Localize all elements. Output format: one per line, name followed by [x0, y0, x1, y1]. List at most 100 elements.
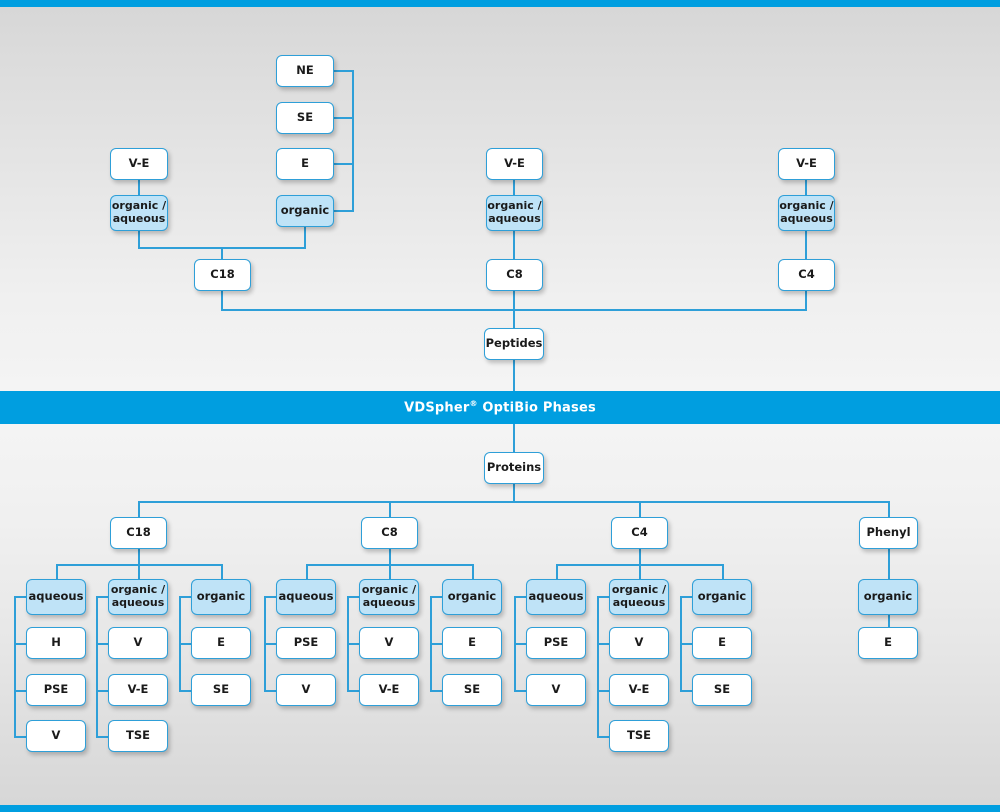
node-peptides-c8-ve[interactable]: V-E: [486, 148, 543, 180]
connector-c8-aqueous-stub-1: [264, 643, 278, 645]
node-c18-aqueous-child-h[interactable]: H: [26, 627, 86, 659]
banner-suffix: OptiBio Phases: [477, 400, 596, 416]
bottom-accent-strip: [0, 805, 1000, 812]
connector-c18-down: [138, 549, 140, 565]
connector-c18-to-aqueous: [56, 564, 58, 580]
node-peptides-c18-ve[interactable]: V-E: [110, 148, 168, 180]
connector-c4-down: [639, 549, 641, 565]
node-c8-aqueous-child-v[interactable]: V: [276, 674, 336, 706]
node-c8-organic-aqueous[interactable]: organic / aqueous: [359, 579, 419, 615]
connector-peptides-ne-stub: [334, 70, 354, 72]
node-c8-organic-child-se[interactable]: SE: [442, 674, 502, 706]
connector-proteins-to-c8: [389, 501, 391, 518]
node-proteins-root[interactable]: Proteins: [484, 452, 544, 484]
node-phenyl-organic-child-e[interactable]: E: [858, 627, 918, 659]
node-c4-orgaq-child-tse[interactable]: TSE: [609, 720, 669, 752]
node-proteins-c4[interactable]: C4: [611, 517, 668, 549]
node-c8-aqueous[interactable]: aqueous: [276, 579, 336, 615]
node-c18-organic-child-e[interactable]: E: [191, 627, 251, 659]
node-c18-aqueous-child-v[interactable]: V: [26, 720, 86, 752]
node-c4-aqueous-child-pse[interactable]: PSE: [526, 627, 586, 659]
connector-c4-aqueous-stub-2: [514, 690, 528, 692]
connector-proteins-to-c18: [138, 501, 140, 518]
connector-c8-to-aqueous: [306, 564, 308, 580]
connector-c18-orgaq-stub-2: [96, 690, 110, 692]
node-c4-organic-aqueous[interactable]: organic / aqueous: [609, 579, 669, 615]
connector-peptides-c4-orgaq-to-c4: [805, 231, 807, 259]
connector-proteins-bus: [138, 501, 888, 503]
connector-peptides-c18-ve-to-orgaq: [138, 180, 140, 195]
connector-c8-organic-stub-1: [430, 643, 444, 645]
connector-c4-to-orgaq: [639, 564, 641, 580]
banner-vdspher-optibio-phases: VDSpher® OptiBio Phases: [0, 391, 1000, 424]
connector-c8-organic-head: [430, 596, 444, 598]
connector-phenyl-organic-to-e: [888, 615, 890, 627]
connector-c8-orgaq-stub-2: [347, 690, 361, 692]
registered-mark-icon: ®: [469, 399, 478, 409]
connector-phenyl-to-organic: [888, 549, 890, 579]
node-c4-orgaq-child-v[interactable]: V: [609, 627, 669, 659]
connector-c18-to-orgaq: [138, 564, 140, 580]
node-c8-orgaq-child-ve[interactable]: V-E: [359, 674, 419, 706]
connector-proteins-to-phenyl: [888, 501, 890, 518]
connector-c4-organic-stub-2: [680, 690, 694, 692]
node-peptides-c18-organic-ne[interactable]: NE: [276, 55, 334, 87]
connector-c4-organic-stub-1: [680, 643, 694, 645]
node-proteins-c8[interactable]: C8: [361, 517, 418, 549]
connector-banner-to-proteins: [513, 424, 515, 452]
connector-c8-organic-stub-2: [430, 690, 444, 692]
connector-c18-aqueous-stub-2: [14, 690, 28, 692]
node-peptides-c8-organic-aqueous[interactable]: organic / aqueous: [486, 195, 543, 231]
node-peptides-c4-ve[interactable]: V-E: [778, 148, 835, 180]
connector-proteins-root-down: [513, 484, 515, 502]
node-c8-organic-child-e[interactable]: E: [442, 627, 502, 659]
node-c18-orgaq-child-tse[interactable]: TSE: [108, 720, 168, 752]
node-c18-aqueous[interactable]: aqueous: [26, 579, 86, 615]
connector-c4-organic-head: [680, 596, 694, 598]
node-c8-aqueous-child-pse[interactable]: PSE: [276, 627, 336, 659]
node-c4-aqueous-child-v[interactable]: V: [526, 674, 586, 706]
node-peptides-c18-organic-aqueous[interactable]: organic / aqueous: [110, 195, 168, 231]
node-proteins-c18[interactable]: C18: [110, 517, 167, 549]
node-c4-orgaq-child-ve[interactable]: V-E: [609, 674, 669, 706]
node-c4-organic-child-se[interactable]: SE: [692, 674, 752, 706]
node-peptides-c8[interactable]: C8: [486, 259, 543, 291]
connector-peptides-se-stub: [334, 117, 354, 119]
connector-peptides-c18-org-down: [304, 227, 306, 248]
connector-c18-organic-stub-2: [179, 690, 193, 692]
node-c4-organic[interactable]: organic: [692, 579, 752, 615]
connector-c4-to-organic: [722, 564, 724, 580]
node-peptides-root[interactable]: Peptides: [484, 328, 544, 360]
connector-c4-aqueous-head: [514, 596, 528, 598]
node-peptides-c18-organic-e[interactable]: E: [276, 148, 334, 180]
node-c18-orgaq-child-ve[interactable]: V-E: [108, 674, 168, 706]
node-peptides-c18[interactable]: C18: [194, 259, 251, 291]
node-c4-organic-child-e[interactable]: E: [692, 627, 752, 659]
node-c18-organic-child-se[interactable]: SE: [191, 674, 251, 706]
node-phenyl-organic[interactable]: organic: [858, 579, 918, 615]
node-c18-organic[interactable]: organic: [191, 579, 251, 615]
connector-c18-orgaq-stub-3: [96, 736, 110, 738]
node-c18-orgaq-child-v[interactable]: V: [108, 627, 168, 659]
connector-peptides-c18-down: [221, 291, 223, 310]
node-proteins-phenyl[interactable]: Phenyl: [859, 517, 918, 549]
connector-peptides-c18-join-down: [221, 247, 223, 260]
node-peptides-c18-organic[interactable]: organic: [276, 195, 334, 227]
node-c18-organic-aqueous[interactable]: organic / aqueous: [108, 579, 168, 615]
node-c8-orgaq-child-v[interactable]: V: [359, 627, 419, 659]
connector-peptides-c4-down: [805, 291, 807, 310]
connector-c18-aqueous-head: [14, 596, 28, 598]
connector-c4-orgaq-spine: [597, 597, 599, 737]
connector-peptides-c8-ve-to-orgaq: [513, 180, 515, 195]
connector-peptides-e-stub: [334, 163, 354, 165]
node-peptides-c18-organic-se[interactable]: SE: [276, 102, 334, 134]
connector-peptides-c18-orgaq-down: [138, 231, 140, 248]
node-peptides-c4[interactable]: C4: [778, 259, 835, 291]
connector-c8-aqueous-head: [264, 596, 278, 598]
connector-c8-aqueous-stub-2: [264, 690, 278, 692]
node-c8-organic[interactable]: organic: [442, 579, 502, 615]
node-c18-aqueous-child-pse[interactable]: PSE: [26, 674, 86, 706]
connector-c4-aqueous-stub-1: [514, 643, 528, 645]
node-peptides-c4-organic-aqueous[interactable]: organic / aqueous: [778, 195, 835, 231]
node-c4-aqueous[interactable]: aqueous: [526, 579, 586, 615]
